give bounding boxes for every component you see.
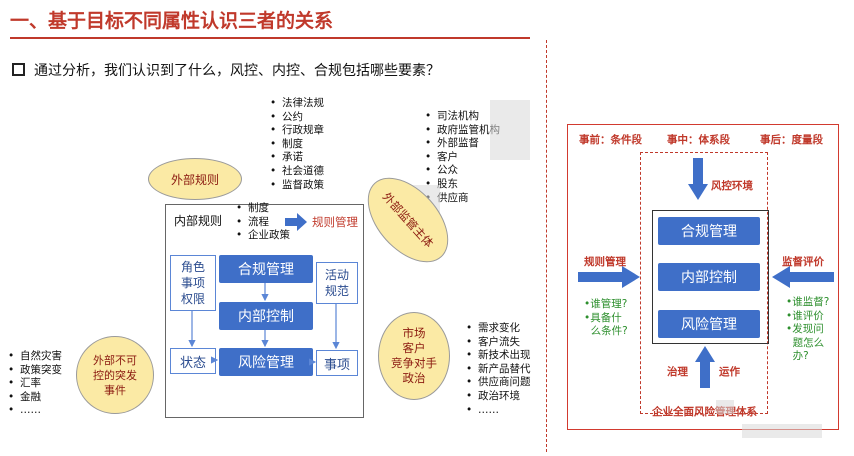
list-item: 新产品替代 xyxy=(466,363,531,377)
watermark xyxy=(742,424,822,438)
after-stage-label: 事后：度量段 xyxy=(760,134,823,146)
title-underline xyxy=(10,37,530,39)
question-line: 办? xyxy=(786,350,809,362)
list-item: 金融 xyxy=(8,391,62,405)
status-text: 状态 xyxy=(179,355,206,371)
role-box: 角色 事项 权限 xyxy=(170,255,216,311)
list-item: 制度 xyxy=(270,138,324,152)
rule-management-label-right: 规则管理 xyxy=(584,256,626,268)
page-title: 一、基于目标不同属性认识三者的关系 xyxy=(10,10,334,32)
list-item: 股东 xyxy=(425,178,500,192)
list-item: 客户流失 xyxy=(466,336,531,350)
supervision-label: 监督评价 xyxy=(782,256,824,268)
internal-rules-list: 制度 流程 企业政策 xyxy=(236,202,290,243)
list-item: 公约 xyxy=(270,111,324,125)
internal-control-label: 内部控制 xyxy=(681,270,737,286)
question-line: •发现问 xyxy=(786,323,824,335)
list-item: 客户 xyxy=(425,151,500,165)
list-item: 监督政策 xyxy=(270,179,324,193)
operation-label: 运作 xyxy=(719,366,740,378)
left-diagram: 法律法规 公约 行政规章 制度 承诺 社会道德 监督政策 司法机构 政府监管机构… xyxy=(0,0,546,456)
list-item: 企业政策 xyxy=(236,229,290,243)
external-events-list: 自然灾害 政策突变 汇率 金融 …… xyxy=(8,350,62,418)
list-item: 政府监管机构 xyxy=(425,124,500,138)
question-line: •谁监督? xyxy=(786,296,830,308)
question-line: 么条件? xyxy=(584,325,628,337)
question-line: •谁评价 xyxy=(786,309,824,322)
risk-management-box-right: 风险管理 xyxy=(658,310,760,338)
compliance-label: 合规管理 xyxy=(681,224,737,240)
bubble-text: 外部监管主体 xyxy=(379,189,437,251)
risk-environment-label: 风控环境 xyxy=(711,180,753,192)
before-stage-label: 事前：条件段 xyxy=(579,134,642,146)
list-item: 流程 xyxy=(236,216,290,230)
list-item: 汇率 xyxy=(8,377,62,391)
right-arrow-icon xyxy=(285,213,307,231)
internal-control-label: 内部控制 xyxy=(238,309,294,325)
bubble-text: 市场 客户 竞争对手 政治 xyxy=(391,326,437,385)
external-rules-bubble: 外部规则 xyxy=(148,158,242,200)
risk-management-label: 风险管理 xyxy=(238,355,294,371)
right-arrow-icon xyxy=(578,266,640,288)
during-stage-label: 事中：体系段 xyxy=(667,134,730,146)
left-questions: •谁管理? •具备什 么条件? xyxy=(584,298,628,339)
risk-system-frame xyxy=(567,124,839,430)
governance-label: 治理 xyxy=(667,366,688,378)
list-item: 外部监督 xyxy=(425,137,500,151)
core-frame xyxy=(652,210,769,344)
list-item: 自然灾害 xyxy=(8,350,62,364)
role-text: 角色 事项 权限 xyxy=(180,260,205,306)
compliance-box-right: 合规管理 xyxy=(658,217,760,245)
list-item: 社会道德 xyxy=(270,165,324,179)
list-item: …… xyxy=(466,404,531,418)
supervision-entities-list: 司法机构 政府监管机构 外部监督 客户 公众 股东 供应商 xyxy=(425,110,500,205)
down-arrow-icon xyxy=(688,158,708,200)
internal-rules-label: 内部规则 xyxy=(174,214,223,228)
bubble-text: 外部规则 xyxy=(170,172,219,187)
internal-control-box: 内部控制 xyxy=(219,302,313,330)
activity-text: 活动 规范 xyxy=(324,268,349,298)
status-box: 状态 xyxy=(170,348,216,374)
checkbox-bullet-icon xyxy=(12,63,25,76)
matters-text: 事项 xyxy=(323,357,350,373)
list-item: 行政规章 xyxy=(270,124,324,138)
right-questions: •谁监督? •谁评价 •发现问 题怎么 办? xyxy=(786,296,829,364)
list-item: …… xyxy=(8,404,62,418)
question-text: 通过分析，我们认识到了什么，风控、内控、合规包括哪些要素？ xyxy=(34,63,440,79)
activity-box: 活动 规范 xyxy=(316,262,358,304)
list-item: 供应商问题 xyxy=(466,376,531,390)
section-divider xyxy=(546,40,547,452)
connector-arrows xyxy=(188,283,340,366)
risk-management-box: 风险管理 xyxy=(219,348,313,376)
up-arrow-icon xyxy=(695,346,715,388)
list-item: 公众 xyxy=(425,164,500,178)
question-line: 题怎么 xyxy=(786,336,825,349)
external-rules-list: 法律法规 公约 行政规章 制度 承诺 社会道德 监督政策 xyxy=(270,97,324,192)
watermark xyxy=(716,400,734,414)
internal-control-box-right: 内部控制 xyxy=(658,263,760,291)
list-item: 制度 xyxy=(236,202,290,216)
list-item: 政治环境 xyxy=(466,390,531,404)
question-line: •谁管理? xyxy=(584,298,628,310)
system-bottom-label: 企业全面风险管理体系 xyxy=(652,406,757,418)
list-item: 新技术出现 xyxy=(466,349,531,363)
list-item: 承诺 xyxy=(270,151,324,165)
market-bubble: 市场 客户 竞争对手 政治 xyxy=(378,312,450,400)
matters-box: 事项 xyxy=(316,350,358,376)
list-item: 司法机构 xyxy=(425,110,500,124)
risk-management-label: 风险管理 xyxy=(681,317,737,333)
market-factors-list: 需求变化 客户流失 新技术出现 新产品替代 供应商问题 政治环境 …… xyxy=(466,322,531,417)
list-item: 法律法规 xyxy=(270,97,324,111)
list-item: 政策突变 xyxy=(8,364,62,378)
question-line: •具备什 xyxy=(584,311,622,324)
left-arrow-icon xyxy=(772,266,834,288)
compliance-box: 合规管理 xyxy=(219,255,313,283)
compliance-label: 合规管理 xyxy=(238,262,294,278)
list-item: 需求变化 xyxy=(466,322,531,336)
rule-management-label: 规则管理 xyxy=(312,215,358,229)
watermark xyxy=(490,100,530,160)
system-dashed-frame xyxy=(640,152,768,414)
unexpected-events-bubble: 外部不可 控的突发 事件 xyxy=(76,336,154,414)
bubble-text: 外部不可 控的突发 事件 xyxy=(93,353,137,397)
